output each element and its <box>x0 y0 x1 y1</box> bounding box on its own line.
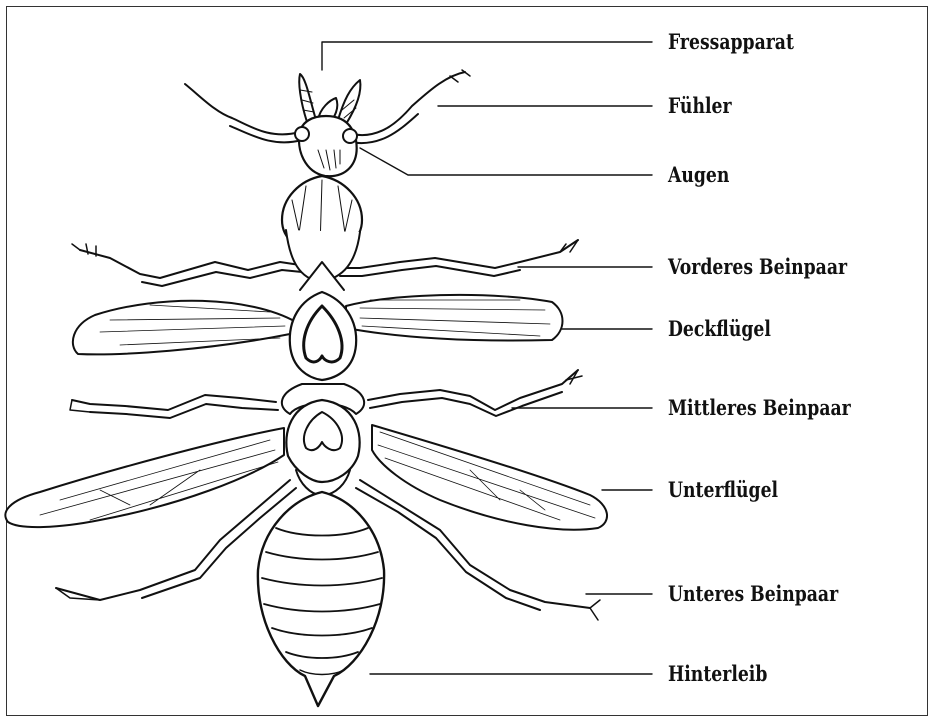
deckfluegel-left <box>73 301 296 355</box>
deckfluegel-right <box>346 295 563 341</box>
label-fuehler: Fühler <box>668 95 732 116</box>
hinterleib-drawing <box>258 492 384 706</box>
leader-augen <box>360 148 652 175</box>
label-mittleres-beinpaar: Mittleres Beinpaar <box>668 397 851 418</box>
head-drawing <box>295 116 357 176</box>
leader-fressapparat <box>322 42 652 70</box>
label-augen: Augen <box>668 164 729 185</box>
eye-right <box>343 129 357 143</box>
mesothorax-drawing <box>282 384 364 496</box>
label-deckfluegel: Deckflügel <box>668 318 771 339</box>
label-fressapparat: Fressapparat <box>668 31 794 52</box>
label-hinterleib: Hinterleib <box>668 663 767 684</box>
eye-left <box>295 127 309 141</box>
label-vorderes-beinpaar: Vorderes Beinpaar <box>668 256 847 277</box>
label-unterfluegel: Unterflügel <box>668 479 778 500</box>
unterfluegel-right <box>372 425 607 530</box>
thorax-drawing <box>282 176 362 290</box>
unterfluegel-left <box>5 428 284 527</box>
label-unteres-beinpaar: Unteres Beinpaar <box>668 583 838 604</box>
